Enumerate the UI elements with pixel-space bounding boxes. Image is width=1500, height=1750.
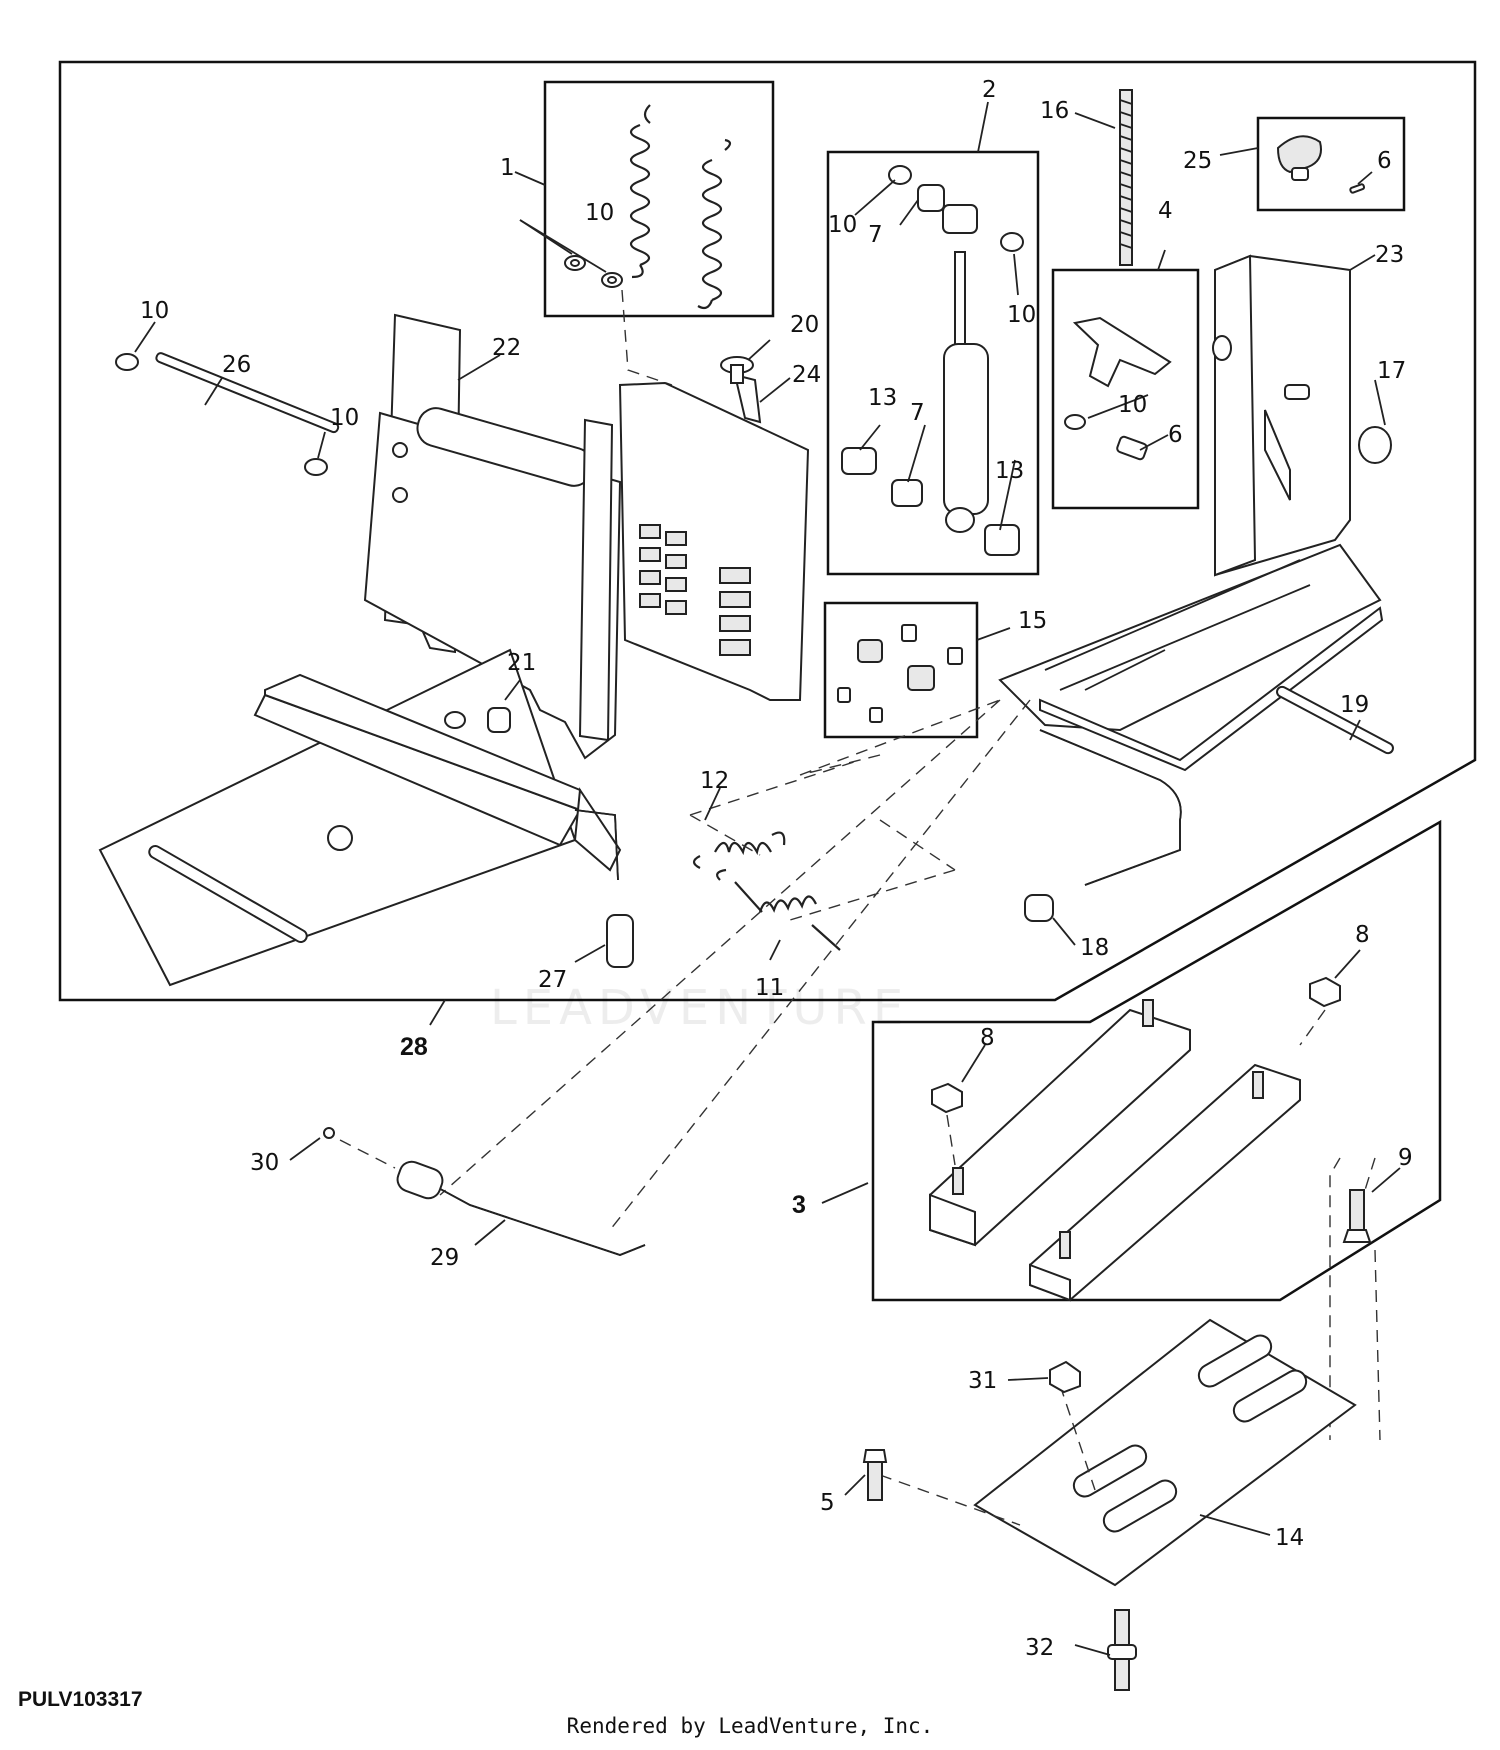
callout-30: 30 xyxy=(250,1150,279,1176)
callout-31: 31 xyxy=(968,1368,997,1394)
pivot-rod-26 xyxy=(155,352,340,434)
seat-mount-frame xyxy=(998,254,1392,772)
watermark: LEADVENTURE xyxy=(490,980,910,1036)
callout-6-bracket: 6 xyxy=(1168,422,1183,448)
spring-kit-box xyxy=(543,80,775,318)
callout-10-shock-top: 10 xyxy=(828,212,857,238)
figure-id: PULV103317 xyxy=(18,1688,143,1711)
shock-bushings xyxy=(841,165,1024,556)
callout-20: 20 xyxy=(790,312,819,338)
seat-rail-rear xyxy=(1029,1063,1301,1302)
seat-bracket xyxy=(1064,316,1172,461)
pivot-rod xyxy=(1276,685,1394,755)
callout-29: 29 xyxy=(430,1245,459,1271)
callout-21: 21 xyxy=(507,650,536,676)
callout-7-bottom: 7 xyxy=(910,400,925,426)
callout-22: 22 xyxy=(492,335,521,361)
callout-10-rod-right: 10 xyxy=(330,405,359,431)
callout-24: 24 xyxy=(792,362,821,388)
callout-4: 4 xyxy=(1158,198,1173,224)
washer-10-left xyxy=(115,353,139,371)
tension-spring-12 xyxy=(692,831,786,869)
stud-32 xyxy=(1107,1609,1137,1691)
rail-nuts xyxy=(931,976,1341,1114)
nut-31 xyxy=(1049,1360,1081,1394)
washer-10-right xyxy=(304,458,328,476)
callout-15: 15 xyxy=(1018,608,1047,634)
tension-spring-11 xyxy=(716,868,841,951)
extension-spring-pair xyxy=(629,104,732,310)
knob-kit-box xyxy=(1256,116,1406,212)
main-assembly-border xyxy=(58,60,1477,1002)
callout-16: 16 xyxy=(1040,98,1069,124)
rail-bolt-9 xyxy=(1342,1189,1372,1243)
rails-kit-border xyxy=(871,819,1442,1302)
assembly-label-3: 3 xyxy=(792,1191,806,1219)
callout-5: 5 xyxy=(820,1490,835,1516)
shock-absorber xyxy=(942,204,989,533)
callout-19: 19 xyxy=(1340,692,1369,718)
seat-rail-front xyxy=(929,999,1191,1247)
bushing-21 xyxy=(444,707,511,733)
callout-13-right: 13 xyxy=(995,458,1024,484)
callout-12: 12 xyxy=(700,768,729,794)
connection-lines xyxy=(439,699,1031,1231)
bushing-27 xyxy=(606,914,634,968)
adjust-lever-right xyxy=(1039,729,1182,886)
rendered-by-footer: Rendered by LeadVenture, Inc. xyxy=(566,1714,934,1738)
lower-lever-29 xyxy=(396,1160,646,1256)
callout-8-right: 8 xyxy=(1355,922,1370,948)
callout-32: 32 xyxy=(1025,1635,1054,1661)
callout-1: 1 xyxy=(500,155,515,181)
callout-27: 27 xyxy=(538,967,567,993)
callout-10-shock-right: 10 xyxy=(1007,302,1036,328)
callout-6-knob: 6 xyxy=(1377,148,1392,174)
nut-30 xyxy=(323,1127,335,1139)
latch-plate xyxy=(618,373,810,701)
retaining-clips xyxy=(837,624,963,723)
callout-10-rod-left: 10 xyxy=(140,298,169,324)
callout-25: 25 xyxy=(1183,148,1212,174)
callout-26: 26 xyxy=(222,352,251,378)
callout-14: 14 xyxy=(1275,1525,1304,1551)
seat-base-frame xyxy=(98,648,622,987)
seat-frame-upper xyxy=(363,313,622,760)
bracket-kit-box xyxy=(1051,268,1200,510)
mounting-plate xyxy=(973,1318,1357,1587)
washer-pair-kit xyxy=(564,255,623,288)
callout-9: 9 xyxy=(1398,1145,1413,1171)
threaded-adjuster-rod xyxy=(1119,89,1133,266)
shock-kit-box xyxy=(826,150,1040,576)
callout-8-left: 8 xyxy=(980,1025,995,1051)
callout-17: 17 xyxy=(1377,358,1406,384)
bolt-5 xyxy=(862,1449,888,1501)
callout-13-left: 13 xyxy=(868,385,897,411)
callout-18: 18 xyxy=(1080,935,1109,961)
assembly-label-28: 28 xyxy=(400,1033,428,1061)
knob-20 xyxy=(720,356,754,384)
seat-lever-rod xyxy=(574,809,619,881)
callout-23: 23 xyxy=(1375,242,1404,268)
callout-11: 11 xyxy=(755,975,784,1001)
adjuster-knob xyxy=(1276,135,1366,194)
callout-7-top: 7 xyxy=(868,222,883,248)
lever-grip-18 xyxy=(1024,894,1054,922)
callout-10-kit1: 10 xyxy=(585,200,614,226)
callout-2: 2 xyxy=(982,77,997,103)
callout-10-bracket: 10 xyxy=(1118,392,1147,418)
